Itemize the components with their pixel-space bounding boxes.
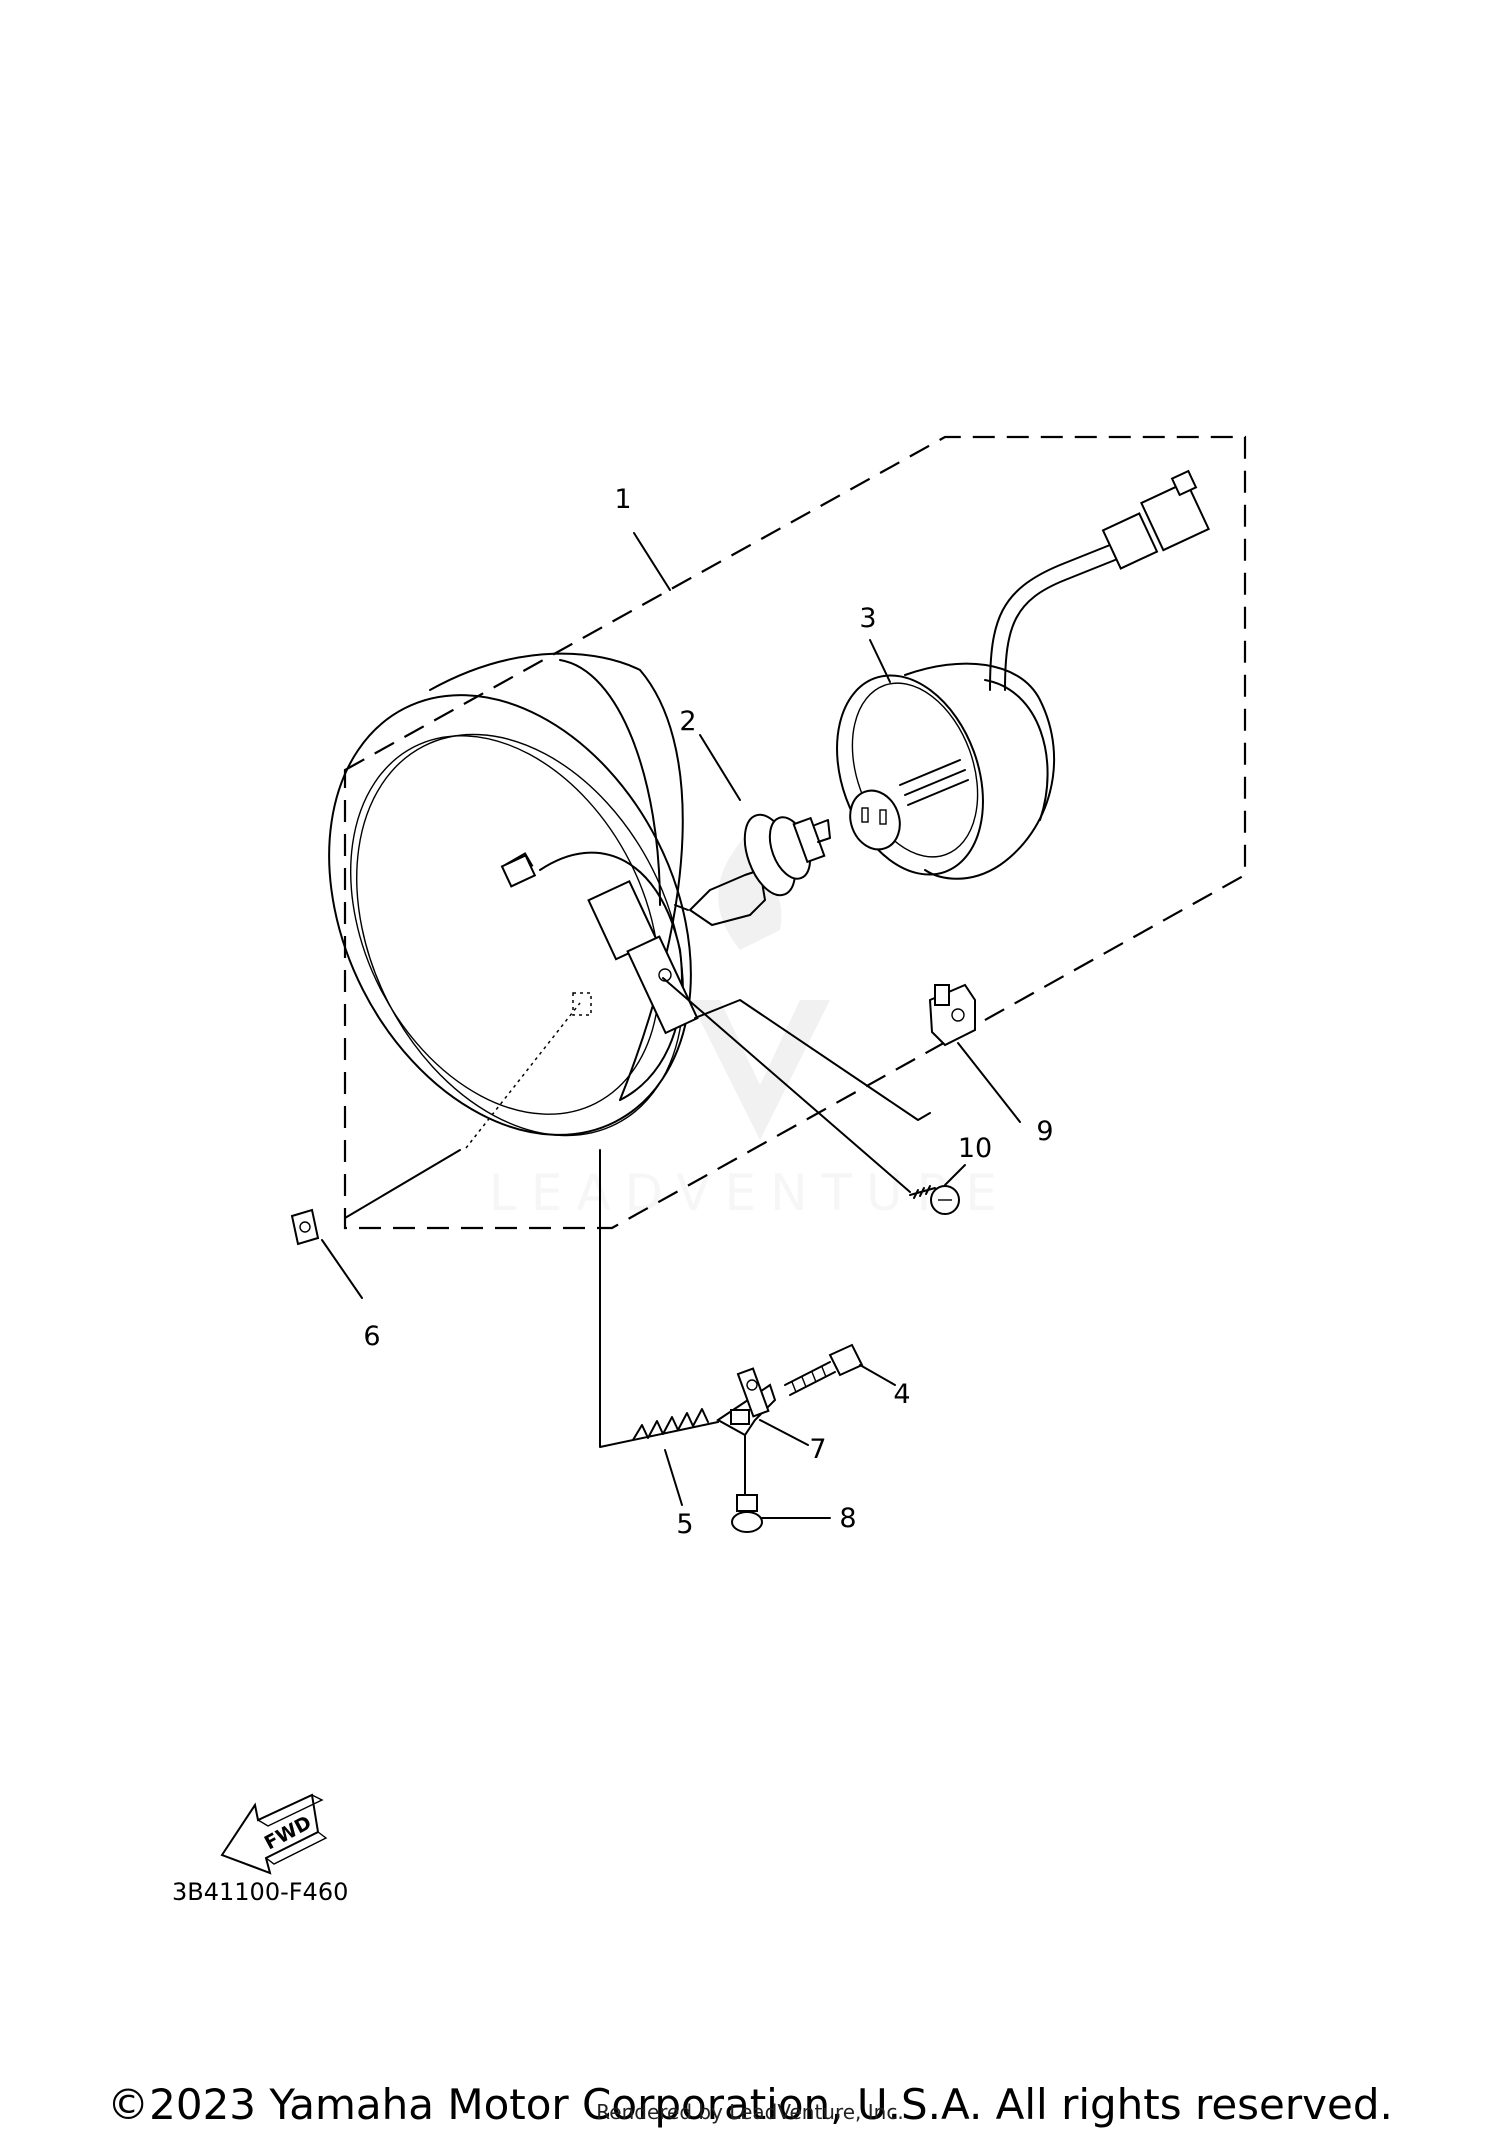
callout-6: 6	[363, 1321, 380, 1352]
bulb-socket-harness	[836, 469, 1210, 880]
copyright-notice: ©2023 Yamaha Motor Corporation, U.S.A. A…	[107, 2080, 1393, 2129]
callout-8: 8	[839, 1503, 856, 1534]
callout-9: 9	[1036, 1116, 1053, 1147]
callout-10: 10	[958, 1133, 992, 1164]
watermark-text: LEADVENTURE	[489, 1164, 1011, 1222]
callout-4: 4	[893, 1379, 910, 1410]
fwd-arrow-icon: FWD	[220, 1793, 328, 1875]
spring	[632, 1408, 709, 1441]
leadventure-watermark: LEADVENTURE	[489, 820, 1011, 1222]
small-screw	[909, 1185, 960, 1215]
headlight-lens-unit	[328, 652, 699, 1149]
callout-2: 2	[679, 706, 696, 737]
bolt	[731, 1494, 763, 1533]
callout-7: 7	[809, 1434, 826, 1465]
clip	[928, 983, 976, 1047]
rendered-by-credit: Rendered by LeadVenture, Inc.	[596, 2100, 904, 2124]
leader-lines	[321, 532, 1021, 1519]
adjusting-screw	[784, 1343, 864, 1396]
bracket	[716, 1367, 777, 1437]
callout-1: 1	[614, 484, 631, 515]
callout-numbers: 1 2 3 4 5 6 7 8 9 10	[363, 484, 1053, 1540]
callout-5: 5	[676, 1509, 693, 1540]
callout-3: 3	[859, 603, 876, 634]
reference-code: 3B41100-F460	[172, 1878, 349, 1906]
assembly-boundary	[343, 435, 1247, 1230]
headlight-bulb	[674, 813, 831, 926]
square-nut	[290, 1208, 320, 1246]
